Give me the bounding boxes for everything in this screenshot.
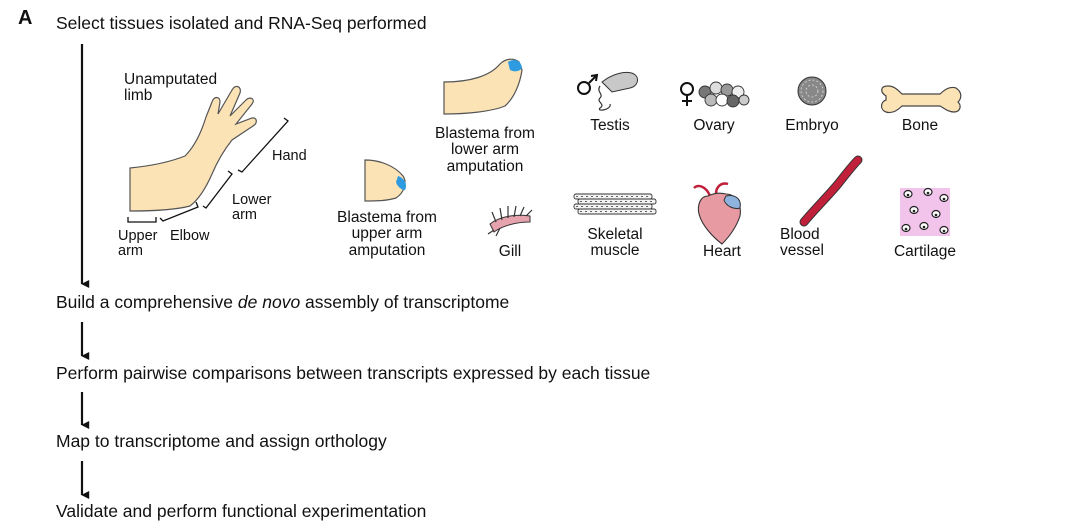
blastema-upper-line2: upper arm	[351, 225, 423, 243]
blastema-upper-line3: amputation	[348, 241, 426, 259]
blood-vessel-label: Blood vessel	[780, 226, 824, 260]
blastema-upper-illustration	[364, 159, 407, 202]
hand-label: Hand	[272, 148, 307, 164]
blood-vessel-line1: Blood	[780, 226, 820, 243]
limb-illustration	[127, 85, 289, 223]
testis-icon	[577, 71, 638, 111]
panel-label: A	[18, 7, 33, 29]
hand-bracket	[237, 117, 289, 173]
upper-arm-line1: Upper	[118, 228, 158, 244]
step-2: Build a comprehensive de novo assembly o…	[56, 293, 509, 311]
cartilage-label: Cartilage	[893, 243, 957, 260]
heart-icon	[693, 182, 741, 245]
step-3-text: Perform pairwise comparisons between tra…	[56, 363, 651, 383]
upper-arm-label: Upper arm	[118, 228, 158, 260]
cartilage-icon	[900, 187, 950, 236]
blastema-lower-illustration	[443, 58, 523, 115]
lower-arm-line2: arm	[232, 207, 257, 224]
elbow-label: Elbow	[170, 228, 210, 244]
testis-label: Testis	[590, 117, 630, 134]
limb-title: Unamputated limb	[124, 71, 218, 105]
skeletal-muscle-line2: muscle	[590, 242, 640, 260]
step-4-text: Map to transcriptome and assign ortholog…	[56, 431, 387, 451]
limb-shape	[129, 85, 257, 212]
ovary-label: Ovary	[693, 117, 735, 134]
step-1-text: Select tissues isolated and RNA-Seq perf…	[56, 13, 427, 33]
lower-arm-bracket	[202, 170, 233, 209]
blood-vessel-line2: vessel	[780, 242, 824, 260]
upper-arm-bracket	[127, 217, 157, 223]
gill-icon	[487, 205, 533, 237]
blastema-lower-line3: amputation	[446, 157, 524, 175]
limb-title-line1: Unamputated	[124, 71, 218, 88]
skeletal-muscle-label: Skeletal muscle	[570, 226, 660, 260]
blastema-upper-line1: Blastema from	[337, 209, 437, 226]
ovary-icon	[680, 81, 750, 108]
step-5-text: Validate and perform functional experime…	[56, 501, 427, 521]
lower-arm-line1: Lower	[232, 192, 272, 208]
limb-title-line2: limb	[124, 87, 153, 105]
blastema-upper-label: Blastema from upper arm amputation	[322, 209, 452, 259]
lower-arm-label: Lower arm	[232, 192, 272, 224]
blood-vessel-icon	[799, 155, 863, 227]
elbow-bracket	[159, 201, 199, 222]
step-2-text: Build a comprehensive	[56, 292, 238, 312]
embryo-icon	[797, 76, 827, 106]
blastema-lower-line2: lower arm	[450, 141, 520, 159]
skeletal-muscle-icon	[573, 193, 657, 215]
step-3: Perform pairwise comparisons between tra…	[56, 364, 650, 382]
gill-label: Gill	[498, 243, 522, 260]
step-2-italic: de novo	[237, 292, 301, 312]
step-2-text-end: assembly of transcriptome	[300, 292, 510, 312]
skeletal-muscle-line1: Skeletal	[587, 226, 643, 243]
step-1: Select tissues isolated and RNA-Seq perf…	[56, 14, 427, 32]
step-5: Validate and perform functional experime…	[56, 502, 426, 520]
bone-label: Bone	[901, 117, 939, 134]
step-4: Map to transcriptome and assign ortholog…	[56, 432, 387, 450]
upper-arm-line2: arm	[118, 243, 143, 260]
blastema-lower-label: Blastema from lower arm amputation	[420, 125, 550, 175]
heart-label: Heart	[703, 243, 741, 260]
blastema-lower-line1: Blastema from	[435, 125, 535, 142]
bone-icon	[880, 85, 962, 114]
embryo-label: Embryo	[785, 117, 839, 134]
